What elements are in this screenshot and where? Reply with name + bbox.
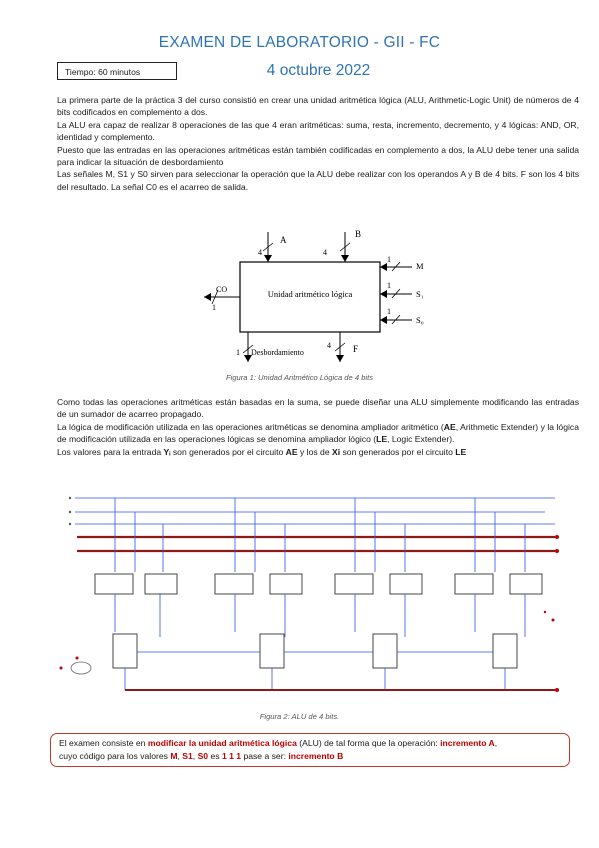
body-paragraph: La lógica de modificación utilizada en l…	[57, 421, 579, 445]
alu-block-diagram: Unidad aritmético lógica 4 A 4 B 1 M 1 S…	[204, 229, 424, 362]
input-b-label: B	[355, 229, 361, 239]
input-m-label: M	[416, 261, 424, 271]
figure-2-caption: Figura 2: ALU de 4 bits.	[259, 712, 340, 721]
intro-paragraph: Las señales M, S1 y S0 sirven para selec…	[57, 169, 579, 192]
width-co: 1	[212, 303, 216, 312]
body-paragraph: Como todas las operaciones aritméticas e…	[57, 397, 579, 420]
alu-box-label: Unidad aritmético lógica	[268, 289, 353, 299]
width-s0: 1	[387, 307, 391, 316]
intro-paragraph: La primera parte de la práctica 3 del cu…	[57, 95, 579, 118]
width-a: 4	[258, 248, 262, 257]
input-s0-label: S₀	[416, 315, 424, 325]
width-s1: 1	[387, 281, 391, 290]
width-f: 4	[327, 341, 331, 350]
input-a-label: A	[280, 235, 287, 245]
time-label: Tiempo: 60 minutos	[57, 62, 177, 80]
alu-4bit-schematic	[59, 496, 559, 692]
intro-text: La primera parte de la práctica 3 del cu…	[57, 94, 579, 193]
body-paragraph: Los valores para la entrada Yᵢ son gener…	[57, 446, 467, 457]
input-s1-label: S₁	[416, 289, 424, 299]
body-text: Como todas las operaciones aritméticas e…	[57, 396, 579, 458]
intro-paragraph: La ALU era capaz de realizar 8 operacion…	[57, 119, 579, 143]
output-co-label: CO	[216, 285, 227, 294]
exam-task-box: El examen consiste en modificar la unida…	[50, 733, 570, 767]
width-overflow: 1	[236, 348, 240, 357]
page-title: EXAMEN DE LABORATORIO - GII - FC	[158, 34, 441, 51]
width-b: 4	[323, 248, 327, 257]
intro-paragraph: Puesto que las entradas en las operacion…	[57, 144, 579, 168]
width-m: 1	[387, 255, 391, 264]
figure-1-caption: Figura 1: Unidad Aritmético Lógica de 4 …	[225, 373, 374, 382]
output-overflow-label: Desbordamiento	[251, 348, 304, 357]
output-f-label: F	[353, 344, 358, 354]
exam-date: 4 octubre 2022	[266, 62, 371, 79]
